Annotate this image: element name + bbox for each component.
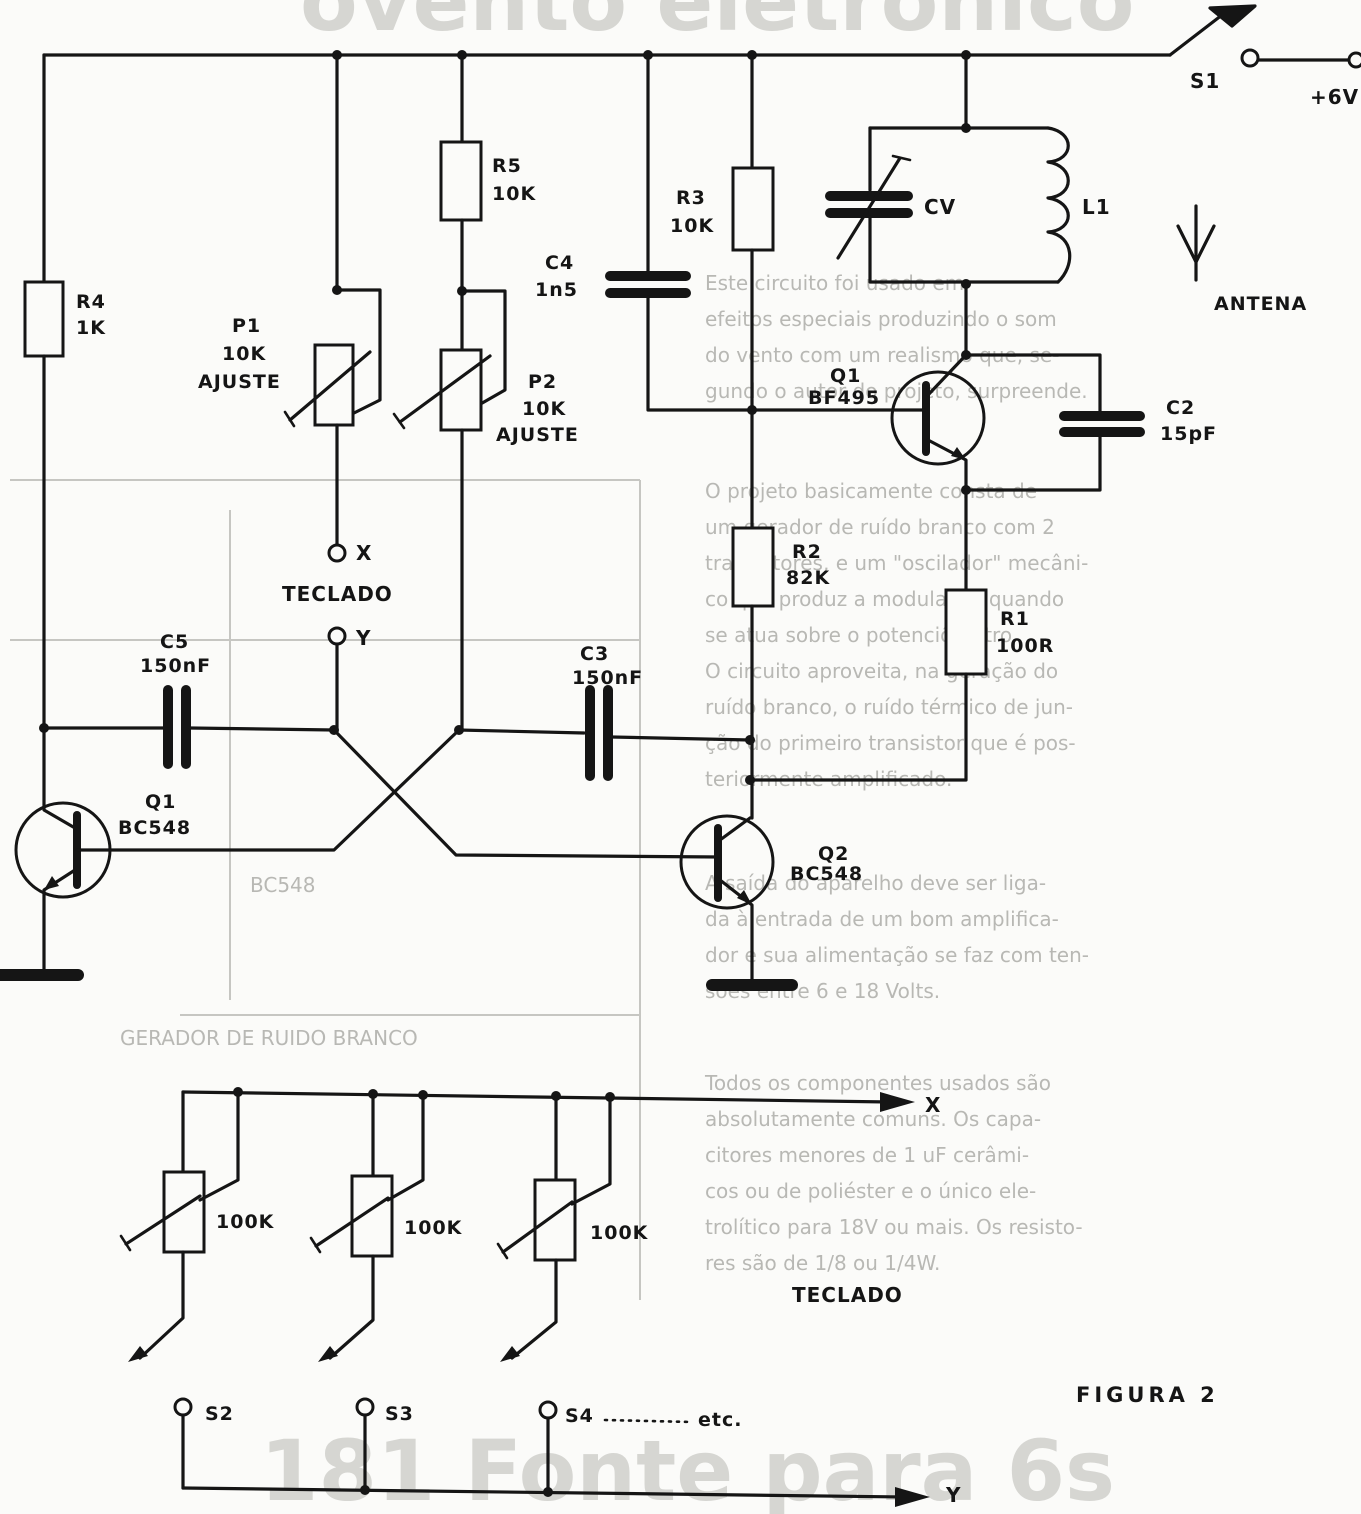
background-line: dor e sua alimentação se faz com ten-: [705, 943, 1089, 967]
q2-type: BC548: [790, 863, 863, 885]
background-line: Todos os componentes usados são: [704, 1071, 1051, 1095]
bus-y-label: Y: [945, 1483, 961, 1507]
p1-name: P1: [232, 315, 261, 337]
tank-circuit: CV L1: [825, 53, 1111, 284]
terminal-x-label: X: [356, 541, 372, 565]
potentiometer-100k-1: 100K: [119, 1090, 275, 1362]
transistor-bf495: Q1 BF495: [750, 353, 986, 492]
background-title-top: ovento eletrônico: [300, 0, 1134, 50]
pot-c-value: 100K: [590, 1222, 649, 1244]
potentiometer-100k-3: 100K: [496, 1094, 649, 1362]
c2-name: C2: [1166, 397, 1195, 419]
crossover-wiring: [108, 728, 722, 859]
r2-name: R2: [792, 541, 822, 563]
capacitor-c2: C2 15pF: [964, 353, 1217, 492]
bus-x: X: [181, 1090, 941, 1117]
r4-value: 1K: [76, 317, 106, 339]
teclado-label-bottom: TECLADO: [792, 1283, 903, 1307]
background-line: absolutamente comuns. Os capa-: [705, 1107, 1041, 1131]
background-body-text: Este circuito foi usado em efeitos espec…: [704, 271, 1089, 1275]
background-caption: GERADOR DE RUIDO BRANCO: [120, 1026, 418, 1050]
terminal-s3: S3: [355, 1397, 414, 1492]
background-line: ruído branco, o ruído térmico de jun-: [705, 695, 1073, 719]
c3-name: C3: [580, 643, 609, 665]
background-line: da à entrada de um bom amplifica-: [705, 907, 1059, 931]
background-line: citores menores de 1 uF cerâmi-: [705, 1143, 1029, 1167]
background-caption: BC548: [250, 873, 316, 897]
potentiometer-p1: P1 10K AJUSTE: [198, 53, 382, 547]
capacitor-c3: C3 150nF: [457, 643, 752, 781]
s4-label: S4: [565, 1405, 594, 1427]
p2-name: P2: [528, 371, 557, 393]
antenna-label: ANTENA: [1214, 293, 1307, 315]
terminal-y-label: Y: [355, 626, 371, 650]
background-line: efeitos especiais produzindo o som: [705, 307, 1057, 331]
figure-caption: FIGURA 2: [1076, 1383, 1219, 1407]
r5-value: 10K: [492, 183, 536, 205]
background-page: ovento eletrônico 181 Fonte para 6s Este…: [10, 0, 1134, 1514]
terminal-x: X: [327, 541, 372, 565]
background-title-bottom: 181 Fonte para 6s: [260, 1422, 1115, 1514]
l1-label: L1: [1082, 195, 1111, 219]
p1-type: AJUSTE: [198, 371, 281, 393]
pot-a-value: 100K: [216, 1211, 275, 1233]
capacitor-c5: C5 150nF: [42, 631, 336, 769]
r4-name: R4: [76, 291, 106, 313]
s2-label: S2: [205, 1403, 234, 1425]
cv-label: CV: [924, 195, 956, 219]
c4-value: 1n5: [535, 279, 578, 301]
s3-label: S3: [385, 1403, 414, 1425]
transistor-q2: Q2 BC548: [679, 814, 863, 991]
resistor-r4: R4 1K: [23, 280, 106, 730]
background-line: res são de 1/8 ou 1/4W.: [705, 1251, 940, 1275]
r3-value: 10K: [670, 215, 714, 237]
bf495-name: Q1: [830, 365, 861, 387]
bus-y: Y: [181, 1483, 961, 1507]
q1-type: BC548: [118, 817, 191, 839]
c3-value: 150nF: [572, 667, 643, 689]
s1-label: S1: [1190, 69, 1220, 93]
teclado-label-top: TECLADO: [282, 582, 393, 606]
p2-type: AJUSTE: [496, 424, 579, 446]
switch-s1: S1 +6V: [1168, 4, 1361, 109]
resistor-r3: R3 10K: [670, 53, 775, 530]
c5-value: 150nF: [140, 655, 211, 677]
p1-value: 10K: [222, 343, 266, 365]
bus-x-label: X: [925, 1093, 941, 1117]
supply-label: +6V: [1310, 85, 1359, 109]
background-line: cos ou de poliéster e o único ele-: [705, 1179, 1036, 1203]
background-line: ção do primeiro transistor que é pos-: [705, 731, 1076, 755]
terminal-s4: S4 etc.: [538, 1400, 742, 1494]
r2-value: 82K: [786, 567, 830, 589]
background-line: trolítico para 18V ou mais. Os resisto-: [705, 1215, 1083, 1239]
r3-name: R3: [676, 187, 706, 209]
r5-name: R5: [492, 155, 522, 177]
bf495-type: BF495: [808, 387, 880, 409]
capacitor-c4: C4 1n5: [535, 53, 754, 412]
background-line: O circuito aproveita, na geração do: [705, 659, 1058, 683]
c5-name: C5: [160, 631, 189, 653]
potentiometer-100k-2: 100K: [309, 1092, 463, 1362]
resistor-r1: R1 100R: [748, 488, 1054, 782]
terminal-y: Y: [327, 626, 371, 732]
q2-name: Q2: [818, 843, 849, 865]
r1-name: R1: [1000, 608, 1030, 630]
etc-label: etc.: [698, 1409, 742, 1431]
background-line: A saída do aparelho deve ser liga-: [705, 871, 1046, 895]
q1-name: Q1: [145, 791, 176, 813]
terminal-s2: S2: [173, 1397, 234, 1490]
p2-value: 10K: [522, 398, 566, 420]
pot-b-value: 100K: [404, 1217, 463, 1239]
transistor-q1: Q1 BC548: [0, 726, 191, 981]
c2-value: 15pF: [1160, 423, 1217, 445]
supply-rail: [42, 53, 1172, 284]
resistor-r2: R2 82K: [731, 526, 830, 820]
c4-name: C4: [545, 252, 574, 274]
potentiometer-p2: P2 10K AJUSTE: [392, 289, 579, 732]
resistor-r5: R5 10K: [439, 53, 536, 352]
r1-value: 100R: [996, 635, 1054, 657]
antenna: ANTENA: [1176, 204, 1307, 315]
